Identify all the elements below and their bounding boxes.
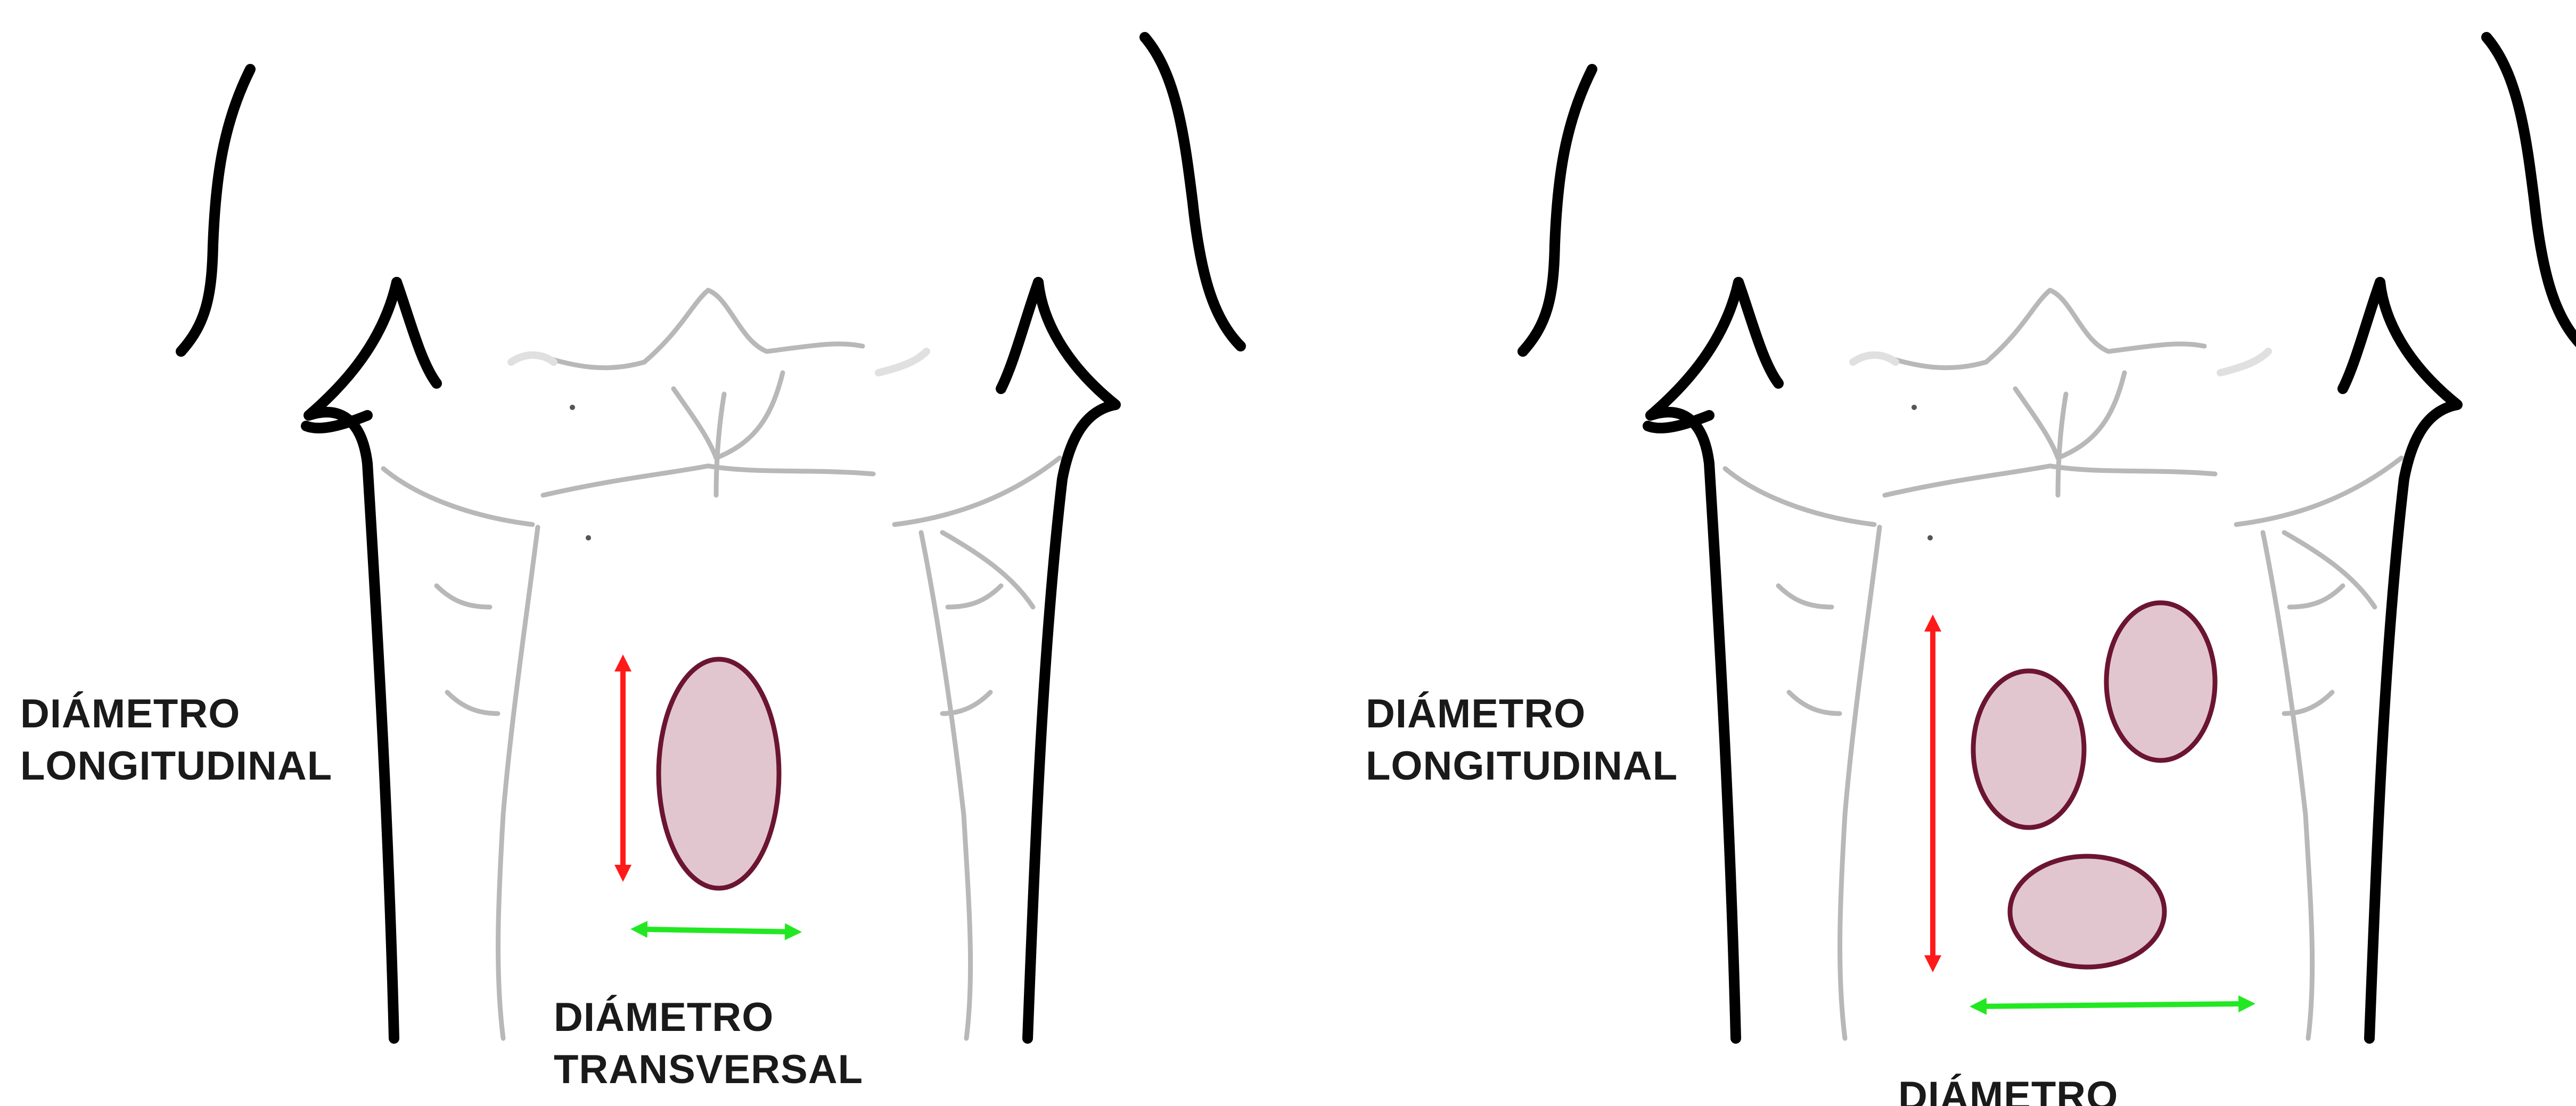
right-transversal-label-line1: DIÁMETRO <box>1898 1070 2118 1106</box>
right-lesion-2 <box>2106 603 2215 760</box>
right-transversal-arrow <box>1978 1004 2247 1006</box>
right-lesion-1 <box>1973 671 2084 828</box>
left-transversal-label: DIÁMETRO TRANSVERSAL <box>554 992 863 1096</box>
right-longitudinal-label-line2: LONGITUDINAL <box>1366 740 1678 792</box>
right-transversal-label: DIÁMETRO <box>1898 1070 2118 1106</box>
left-transversal-arrow <box>639 929 793 932</box>
left-transversal-label-line2: TRANSVERSAL <box>554 1044 863 1096</box>
left-longitudinal-label: DIÁMETRO LONGITUDINAL <box>20 688 332 792</box>
left-longitudinal-label-line2: LONGITUDINAL <box>20 740 332 792</box>
right-longitudinal-label: DIÁMETRO LONGITUDINAL <box>1366 688 1678 792</box>
right-longitudinal-label-line1: DIÁMETRO <box>1366 688 1678 740</box>
left-transversal-label-line1: DIÁMETRO <box>554 992 863 1044</box>
right-lesion-3 <box>2010 856 2164 967</box>
left-longitudinal-label-line1: DIÁMETRO <box>20 688 332 740</box>
left-lesion <box>659 659 779 888</box>
